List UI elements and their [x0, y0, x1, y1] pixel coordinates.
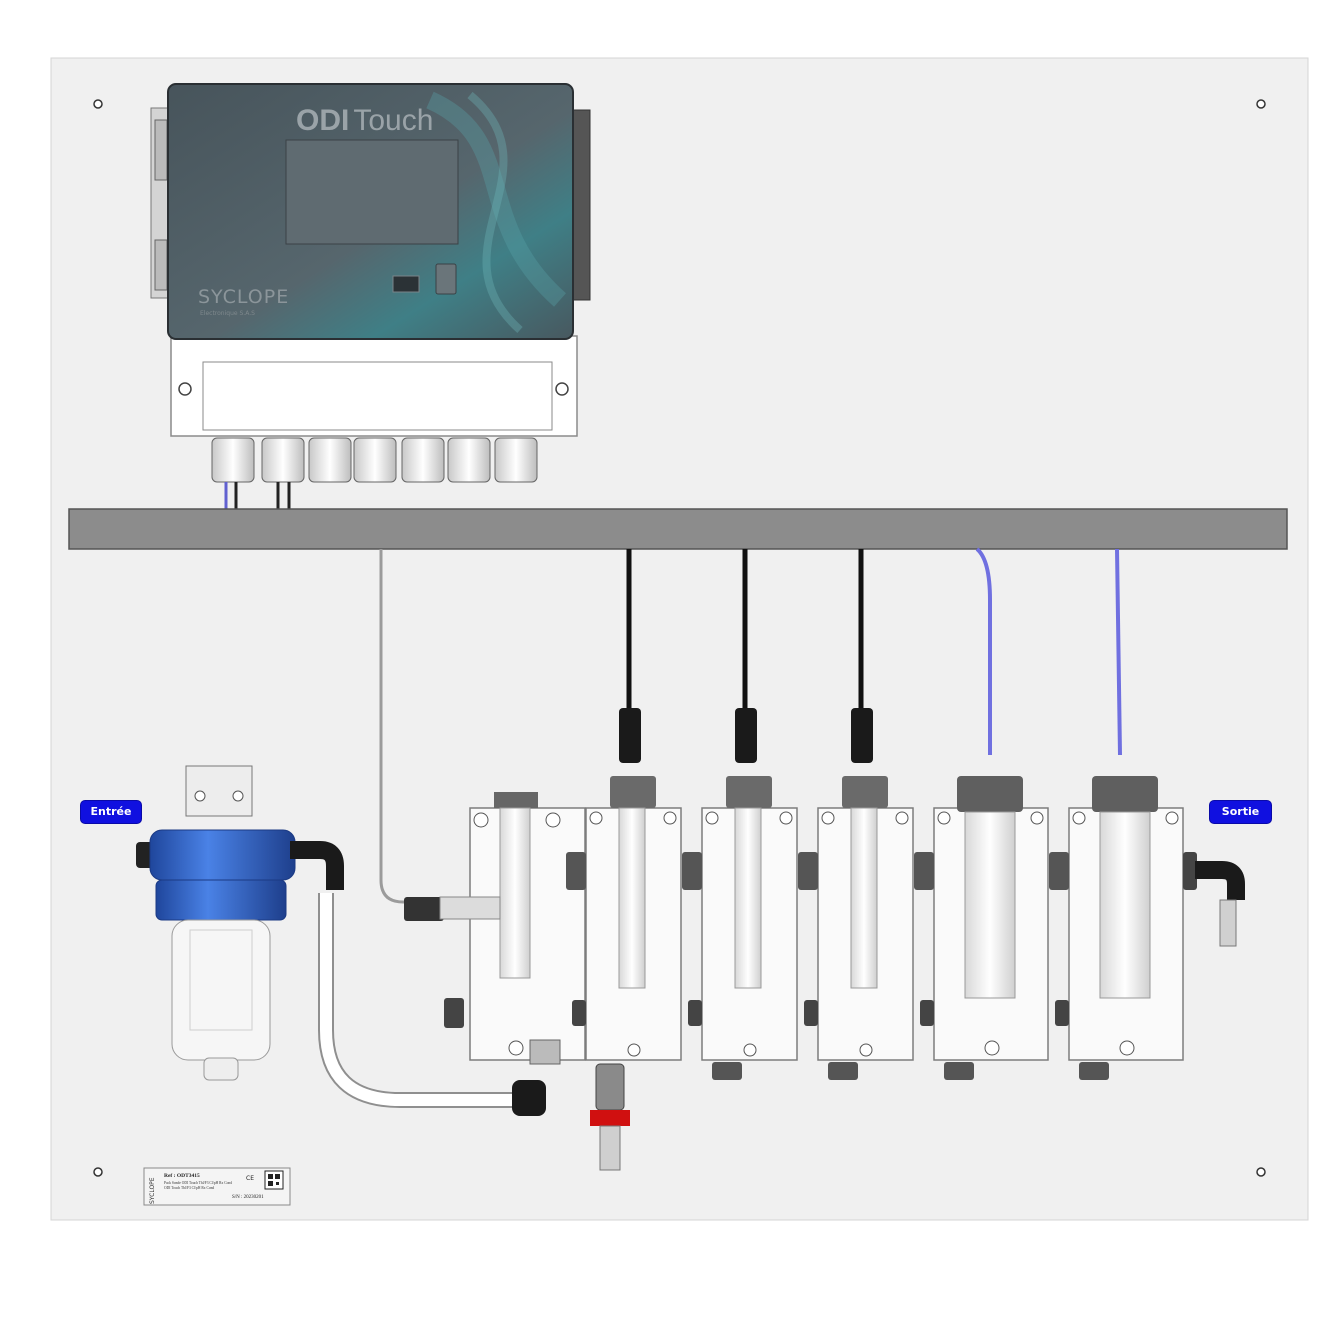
mounting-hole-top-right: [1256, 99, 1266, 109]
nameplate-ref: Ref : ODT3415: [164, 1173, 200, 1179]
mounting-holes: [93, 99, 1266, 1177]
sensor-block-2: [566, 776, 682, 1061]
inlet-label: Entrée: [81, 801, 141, 823]
mounting-hole-bottom-right: [1256, 1167, 1266, 1177]
brand-title-bold: ODI: [296, 104, 349, 137]
brand-title-light: Touch: [353, 104, 433, 137]
sensor-block-6: [1049, 776, 1184, 1080]
cable-duct: [68, 508, 1288, 550]
maker-logo: SYCLOPE: [198, 286, 289, 308]
outlet-fitting: [1183, 852, 1245, 947]
nameplate-maker: SYCLOPE: [149, 1177, 156, 1204]
nameplate: SYCLOPE Ref : ODT3415 Pack Sonde ODI Tou…: [143, 1167, 291, 1206]
sensor-cables: [379, 547, 1122, 904]
maker-subtitle: Electronique S.A.S: [200, 310, 255, 317]
usb-port: [392, 275, 420, 293]
sensor-connectors: [619, 708, 873, 763]
cable-sensor-5: [1115, 548, 1122, 756]
sample-valve: [590, 1063, 630, 1171]
cable-glands: [211, 437, 538, 483]
base-screw-left: [178, 382, 192, 396]
sensor-block-3: [682, 776, 798, 1080]
base-screw-right: [555, 382, 569, 396]
sensor-block-1: [404, 792, 586, 1065]
outlet-label: Sortie: [1210, 801, 1271, 823]
nameplate-qr: [264, 1170, 284, 1190]
nameplate-desc-2: ODI Touch Tbl/F3 Cl/pH Rx Cond: [164, 1186, 214, 1190]
nameplate-desc-1: Pack Sonde ODI Touch Tbl/F3 Cl/pH Rx Con…: [164, 1181, 232, 1185]
sensor-block-5: [914, 776, 1049, 1080]
mounting-hole-top-left: [93, 99, 103, 109]
sensor-block-4: [798, 776, 914, 1080]
hose-elbow: [512, 1080, 546, 1116]
nameplate-serial: S/N : 20230201: [232, 1195, 264, 1200]
mounting-hole-bottom-left: [93, 1167, 103, 1177]
filter-bracket: [185, 765, 253, 817]
temperature-probe-cable: [379, 549, 420, 904]
touch-screen: [285, 139, 459, 245]
nameplate-ce-mark: CE: [246, 1175, 254, 1182]
inlet-filter: [136, 765, 344, 1081]
led-window: [435, 263, 457, 295]
cable-sensor-4: [975, 547, 992, 755]
